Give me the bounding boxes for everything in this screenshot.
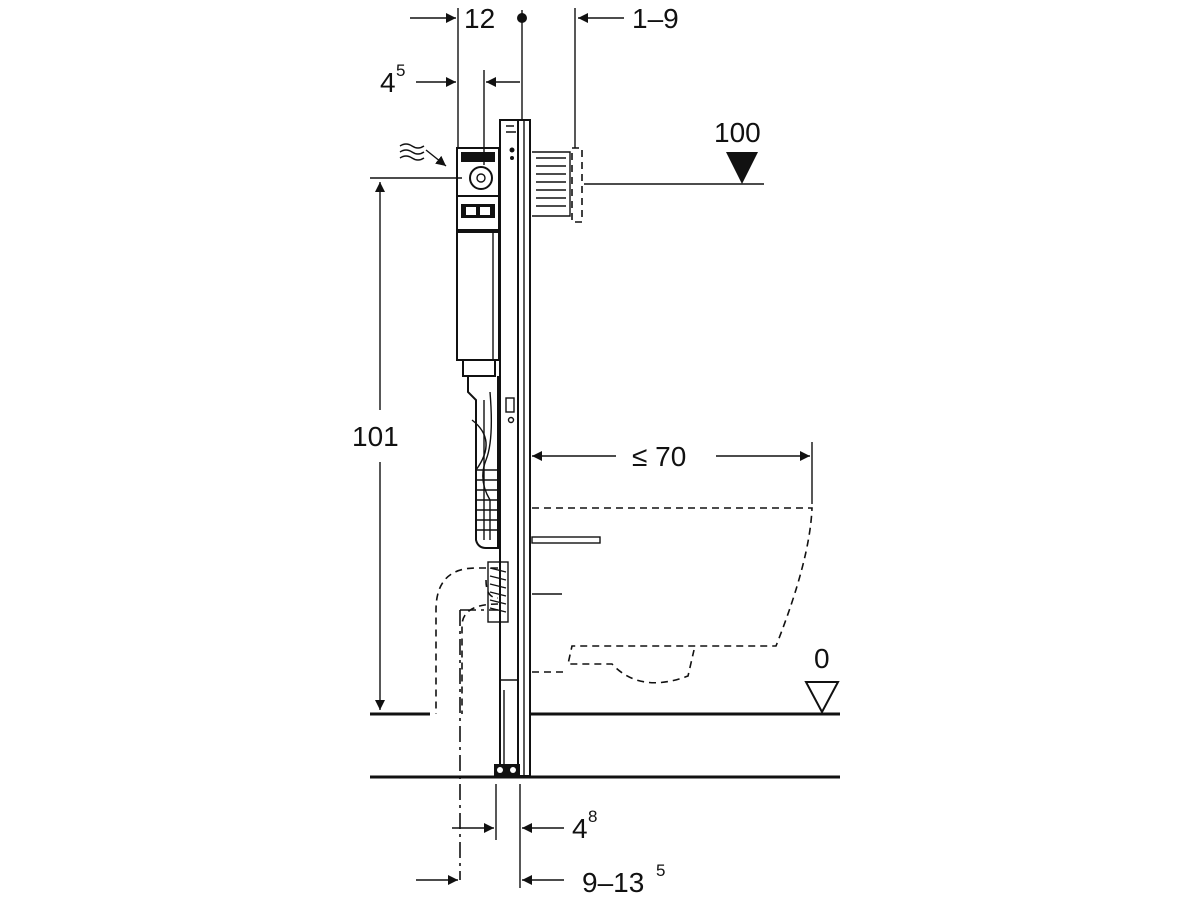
floor-lines [370,712,840,779]
flush-plate [532,147,583,223]
level-triangle-filled-icon [726,152,758,184]
dim-0-label: 0 [814,643,830,674]
drain-bend [435,561,509,880]
outlet-ribs [476,469,498,531]
dim-bottom-offset: 4 8 [452,784,597,888]
dim-101-label: 101 [352,421,399,452]
dim-frame-depth: 12 [410,3,527,148]
dim-100-label: 100 [714,117,761,148]
dim-le-70-label: ≤ 70 [632,441,686,472]
dim-4-8-base: 4 [572,813,588,844]
dim-9-13-5-sup: 5 [656,861,665,880]
dim-9-13-5-base: 9–13 [582,867,644,898]
dim-1-9-label: 1–9 [632,3,679,34]
mounting-frame [494,119,531,777]
dim-wall-gap: 1–9 [574,3,679,148]
dim-4-5-base: 4 [380,67,396,98]
dim-cistern-offset: 4 5 [380,61,520,165]
dim-12-label: 12 [464,3,495,34]
water-wave-icon [399,143,447,167]
flush-plate-hatching [536,157,566,207]
wc-bowl [531,507,813,684]
dim-4-8-sup: 8 [588,807,597,826]
dim-pipe-offset: 9–13 5 [416,861,665,898]
dim-4-5-sup: 5 [396,61,405,80]
dim-height-level: 100 [584,117,764,185]
dim-projection: ≤ 70 [532,441,813,504]
dim-floor-level: 0 [804,643,840,715]
dim-frame-height: 101 [352,177,462,710]
drain-connector [487,561,509,623]
cistern [456,147,500,549]
level-triangle-hollow-icon [804,681,840,715]
